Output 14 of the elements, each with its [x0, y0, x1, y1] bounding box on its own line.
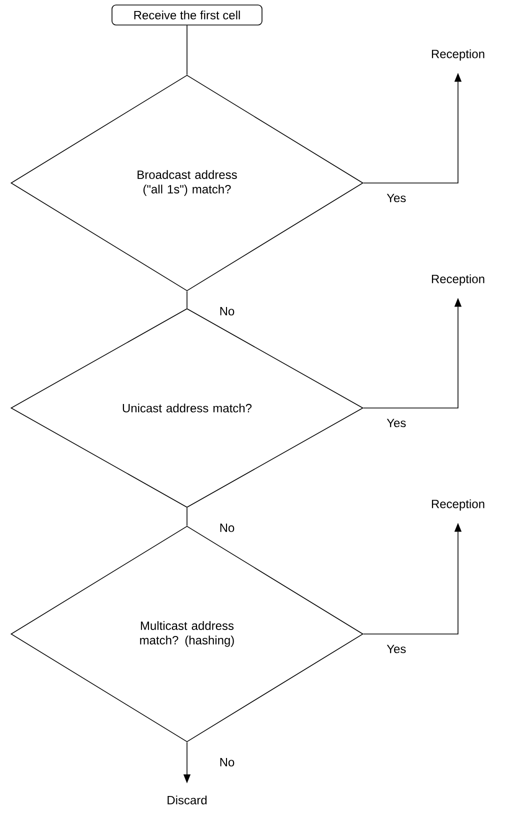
edge-label: No: [218, 306, 236, 316]
edge-label: No: [218, 757, 236, 768]
terminal-label: Discard: [168, 796, 207, 804]
terminal-label: Reception: [432, 499, 484, 511]
edge-label: Yes: [386, 418, 408, 428]
connector-line: [186, 507, 188, 526]
connector-line: [186, 290, 188, 309]
connector-line: [186, 25, 188, 76]
edge-label: Yes: [386, 192, 408, 204]
edge-label: No: [218, 522, 236, 533]
edge-label: Yes: [386, 644, 408, 654]
terminal-label: Reception: [432, 49, 484, 61]
start-box: Receive the first cell: [112, 4, 262, 26]
terminal-label: Reception: [432, 274, 484, 286]
